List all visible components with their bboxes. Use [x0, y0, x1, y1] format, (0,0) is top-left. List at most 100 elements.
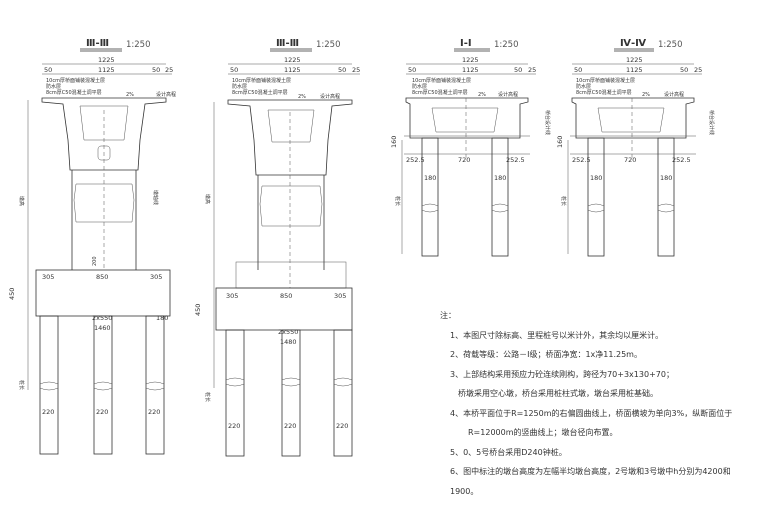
dim-pile-3: 220: [336, 422, 348, 430]
note-item: 桥墩采用空心墩，桥台采用桩柱式墩，墩台采用桩基础。: [458, 389, 658, 398]
label-pier-height: 墩高: [204, 194, 211, 204]
label-leveling: 8cm厚C50混凝土调平层: [576, 89, 632, 96]
dim-pile-1: 180: [590, 174, 602, 182]
dim-col-m: 720: [624, 156, 636, 164]
dim-left: 50: [574, 66, 582, 74]
dim-h200: 200: [92, 256, 98, 266]
section-scale: 1:250: [494, 40, 519, 50]
pier-base: [235, 261, 347, 289]
section-scale: 1:250: [658, 40, 683, 50]
section-title: Ⅲ-Ⅲ: [276, 38, 299, 49]
dim-left: 50: [44, 66, 52, 74]
note-item: 1、本图尺寸除标高、里程桩号以米计外，其余均以厘米计。: [450, 330, 664, 340]
notes-block: 注： 1、本图尺寸除标高、里程桩号以米计外，其余均以厘米计。 2、荷载等级：公路…: [440, 306, 755, 501]
dim-cap-m: 850: [96, 273, 108, 281]
girder-cell: [267, 109, 315, 143]
box-girder: [41, 97, 167, 171]
section-title: Ⅳ-Ⅳ: [620, 38, 646, 49]
note-item: 2、荷载等级：公路－Ⅰ级；桥面净宽：1x净11.25m。: [450, 350, 642, 359]
abutment-cap: [571, 97, 695, 139]
dim-cap-r: 305: [150, 273, 162, 281]
label-slope: 2%: [298, 94, 306, 100]
dim-total: 1225: [462, 56, 479, 64]
pile-group: [587, 137, 675, 257]
pile: [281, 329, 301, 457]
girder-cell: [597, 107, 665, 133]
dim-col-m: 720: [458, 156, 470, 164]
dim-h450: 450: [8, 288, 16, 300]
pile: [93, 315, 113, 455]
label-waterproof: 防水层: [46, 83, 61, 90]
dim-h160: 160: [390, 136, 398, 148]
pile: [657, 137, 675, 257]
dim-pile-1: 220: [228, 422, 240, 430]
dim-cap-l: 305: [226, 292, 238, 300]
girder-cell: [431, 107, 499, 133]
label-slope: 2%: [126, 92, 134, 98]
dim-left: 50: [408, 66, 416, 74]
dim-col-l: 252.5: [572, 156, 591, 164]
note-item: 6、图中标注的墩台高度为左幅半均墩台高度，2号墩和3号墩中h分别为4200和19…: [450, 467, 731, 496]
label-design-elev: 设计高程: [156, 91, 176, 98]
dim-right2: 25: [528, 66, 536, 74]
label-leveling: 8cm厚C50混凝土调平层: [46, 89, 102, 96]
note-item: 4、本桥平面位于R=1250m的右偏圆曲线上，桥面横坡为单向3%，纵断面位于: [450, 408, 733, 418]
label-leveling: 8cm厚C50混凝土调平层: [232, 89, 288, 96]
section-scale: 1:250: [126, 40, 151, 50]
label-waterproof: 防水层: [232, 83, 247, 90]
dim-h450: 450: [194, 304, 202, 316]
label-slope: 2%: [642, 92, 650, 98]
dim-pile-2: 220: [96, 408, 108, 416]
label-pile-len: 桩长: [18, 380, 25, 390]
label-design-elev: 设计高程: [498, 91, 518, 98]
section-title: Ⅲ-Ⅲ: [86, 38, 109, 49]
label-pile-len: 桩长: [560, 196, 567, 206]
pile-group: [225, 329, 353, 457]
dim-pile-spacing: 2x550: [278, 328, 298, 336]
label-waterproof: 防水层: [576, 83, 591, 90]
label-design-elev: 设计高程: [320, 93, 340, 100]
section-1: Ⅲ-Ⅲ 1:250 1225 50 1125 50 25 10cm厚桥面铺装混凝…: [8, 38, 176, 455]
pile: [333, 329, 353, 457]
label-side-line: 桥台设计线: [708, 110, 715, 135]
dim-col-l: 252.5: [406, 156, 425, 164]
dim-cap-r: 305: [334, 292, 346, 300]
dim-right2: 25: [352, 66, 360, 74]
dim-total: 1225: [626, 56, 643, 64]
label-design-elev: 设计高程: [664, 91, 684, 98]
dim-mid: 1125: [284, 66, 301, 74]
dim-p4: 180: [156, 314, 168, 322]
dim-cap-width: 1480: [280, 338, 297, 346]
label-slope: 2%: [478, 92, 486, 98]
dim-cap-width: 1460: [94, 324, 111, 332]
label-leveling: 8cm厚C50混凝土调平层: [412, 89, 468, 96]
dim-mid: 1125: [626, 66, 643, 74]
note-item: R=12000m的竖曲线上；墩台径向布置。: [468, 428, 618, 437]
pile-group: [39, 315, 165, 455]
label-pile-len: 桩长: [394, 196, 401, 206]
dim-total: 1225: [284, 56, 301, 64]
section-title: Ⅰ-Ⅰ: [460, 38, 472, 49]
dim-total: 1225: [98, 56, 115, 64]
dim-pile-2: 180: [494, 174, 506, 182]
dim-right: 50: [680, 66, 688, 74]
pile: [491, 137, 509, 257]
pile: [421, 137, 439, 257]
label-pier-height: 墩高: [18, 196, 25, 206]
dim-right2: 25: [694, 66, 702, 74]
section-scale: 1:250: [316, 40, 341, 50]
dim-pile-2: 220: [284, 422, 296, 430]
note-item: 5、0、5号桥台采用D240钟桩。: [450, 447, 567, 457]
dim-left: 50: [230, 66, 238, 74]
dim-pile-spacing: 2x550: [92, 314, 112, 322]
label-deck-paving: 10cm厚桥面铺装混凝土层: [576, 77, 635, 84]
dim-cap-l: 305: [42, 273, 54, 281]
label-deck-paving: 10cm厚桥面铺装混凝土层: [412, 77, 471, 84]
dim-cap-m: 850: [280, 292, 292, 300]
pile: [587, 137, 605, 257]
label-side-line: 桥台设计线: [544, 110, 551, 135]
dim-mid: 1125: [98, 66, 115, 74]
abutment-cap: [405, 97, 529, 139]
dim-right: 50: [338, 66, 346, 74]
